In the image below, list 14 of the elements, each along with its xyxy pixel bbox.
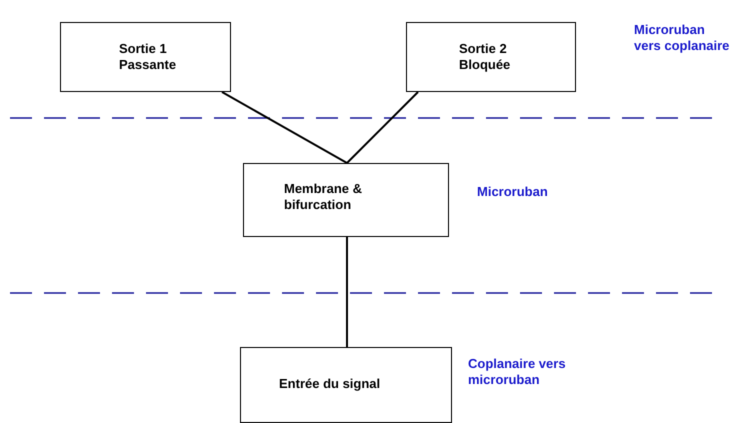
- block-label: Sortie 1 Passante: [119, 41, 178, 73]
- zone-label: Microruban vers coplanaire: [634, 22, 730, 54]
- block-label: Entrée du signal: [279, 376, 382, 392]
- zone-label: Coplanaire vers microruban: [468, 356, 567, 388]
- block-label: Sortie 2 Bloquée: [459, 41, 512, 73]
- block-box: [240, 347, 452, 423]
- connector-line: [222, 91, 348, 164]
- block-box: [243, 163, 449, 237]
- connector-line: [346, 91, 419, 164]
- block-box: [406, 22, 576, 92]
- block-box: [60, 22, 231, 92]
- zone-label: Microruban: [477, 184, 549, 200]
- block-label: Membrane & bifurcation: [284, 181, 364, 213]
- connector-line: [346, 237, 348, 347]
